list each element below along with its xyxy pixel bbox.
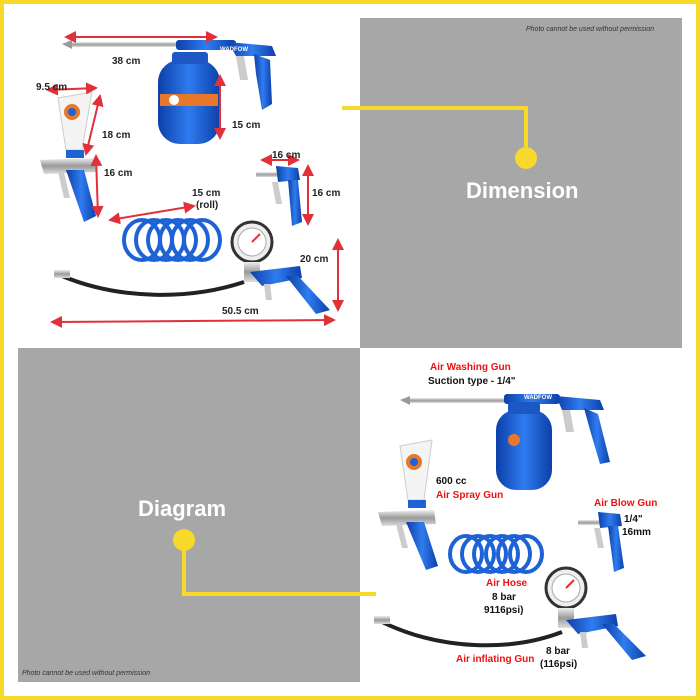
brand-label-dimension: WADFOW (220, 47, 248, 53)
inflating-spec2: (116psi) (540, 659, 578, 670)
spray-gun-name: Air Spray Gun (436, 490, 504, 501)
blow-gun-diagram-image (578, 512, 624, 572)
washing-gun-length-label: 38 cm (112, 56, 141, 67)
spray-cup-height-label: 18 cm (102, 130, 131, 141)
watermark-top: Photo cannot be used without permission (526, 26, 655, 33)
washing-gun-name: Air Washing Gun (430, 362, 511, 373)
hose-spec1: 8 bar (492, 592, 516, 603)
spray-gun-cup: 600 cc (436, 476, 467, 487)
dimension-connector (342, 106, 537, 169)
air-hose-diagram-image (448, 534, 544, 574)
washing-gun-diagram-image (400, 394, 610, 490)
inflating-gun-diagram-image (374, 566, 646, 660)
hose-spec2: 9116psi) (484, 605, 524, 616)
diagram-connector (173, 529, 376, 596)
diagram-title: Diagram (138, 496, 227, 521)
washing-gun-height-label: 15 cm (232, 120, 261, 131)
dimension-gray-panel (360, 18, 682, 348)
watermark-bottom: Photo cannot be used without permission (22, 670, 151, 677)
spray-gun-height-label: 16 cm (104, 168, 133, 179)
blow-gun-spec2: 16mm (622, 527, 651, 538)
blow-gun-height-label: 16 cm (312, 188, 341, 199)
dimension-lines (46, 31, 344, 328)
brand-label-diagram: WADFOW (524, 395, 552, 401)
dimension-title: Dimension (466, 178, 579, 203)
blow-gun-spec1: 1/4" (624, 514, 643, 525)
inflating-gun-height-label: 20 cm (300, 254, 329, 265)
washing-gun-spec: Suction type - 1/4" (428, 376, 516, 387)
diagram-gray-panel (18, 348, 360, 682)
hose-name: Air Hose (486, 578, 528, 589)
inflating-gun-dim-image (54, 220, 330, 314)
spray-cup-width-label: 9.5 cm (36, 82, 68, 93)
blow-gun-dim-image (256, 166, 302, 226)
inflating-gun-length-label: 50.5 cm (222, 306, 259, 317)
hose-roll-label: (roll) (196, 200, 219, 211)
inflating-gun-name: Air inflating Gun (456, 654, 535, 665)
blow-gun-width-label: 16 cm (272, 150, 301, 161)
spray-gun-diagram-image (378, 439, 438, 570)
blow-gun-name: Air Blow Gun (594, 498, 658, 509)
inflating-spec1: 8 bar (546, 646, 570, 657)
hose-length-label: 15 cm (192, 188, 221, 199)
